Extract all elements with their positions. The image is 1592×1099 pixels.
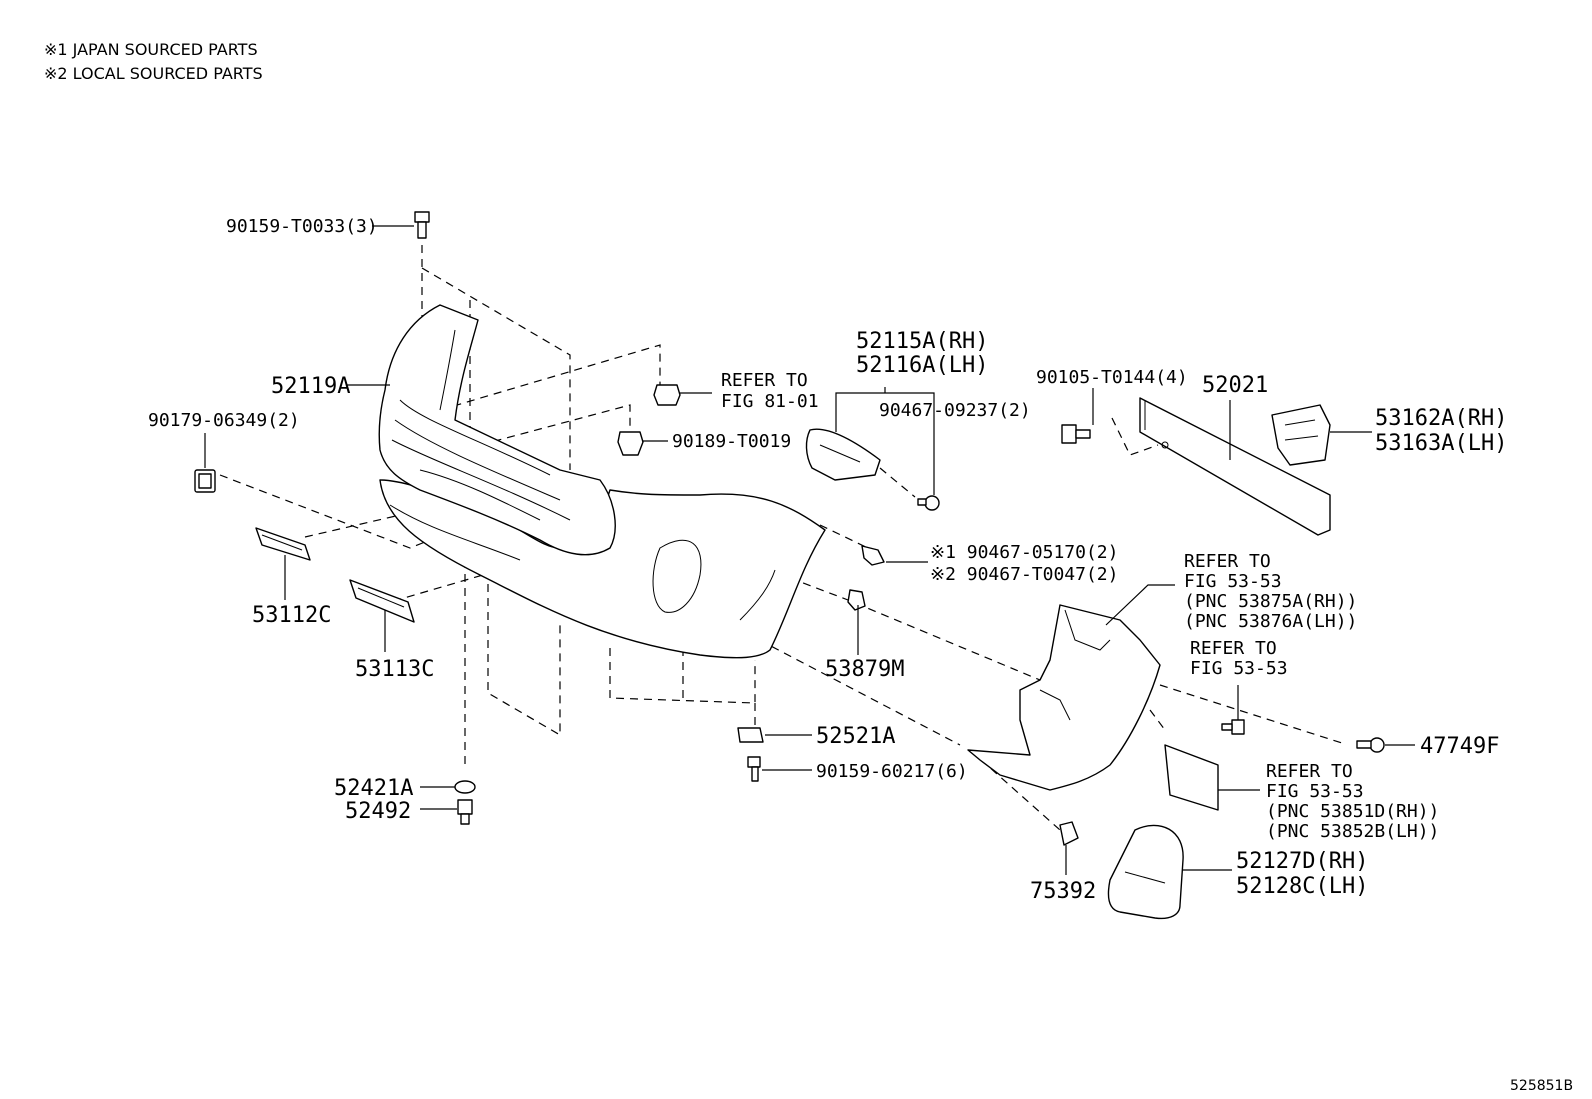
label-clip-90179: 90179-06349(2)	[148, 410, 300, 431]
label-clip-75392: 75392	[1030, 879, 1096, 904]
label-bracket-rh: 53162A(RH)	[1375, 406, 1507, 431]
bolt-90105-icon	[1061, 424, 1091, 444]
label-cover-rh: 52127D(RH)	[1236, 849, 1368, 874]
grille-53112c-icon	[255, 527, 311, 561]
label-refer-5353a-line1: REFER TO	[1184, 551, 1271, 572]
front-bumper-cover	[379, 479, 826, 659]
label-bumper-reinforcement: 52119A	[271, 374, 350, 399]
bracket-53162a-icon	[1271, 404, 1331, 466]
screw-52492-icon	[457, 799, 473, 825]
label-retainer-rh: 52115A(RH)	[856, 329, 988, 354]
clip-90467-05170-icon	[861, 545, 885, 566]
clip-53879m-icon	[847, 589, 866, 611]
label-refer-81-line2: FIG 81-01	[721, 391, 819, 412]
leader-lines	[204, 225, 1415, 875]
label-bar-52021: 52021	[1202, 373, 1268, 398]
label-pad-52421a: 52421A	[334, 776, 413, 801]
pad-52421a-icon	[454, 780, 476, 794]
label-refer-5353c-line3: (PNC 53851D(RH))	[1266, 801, 1439, 822]
label-bolt-90159-60217: 90159-60217(6)	[816, 761, 968, 782]
label-refer-5353a-line2: FIG 53-53	[1184, 571, 1282, 592]
label-cover-lh: 52128C(LH)	[1236, 874, 1368, 899]
label-refer-5353b-line1: REFER TO	[1190, 638, 1277, 659]
clip-90179-icon	[194, 469, 216, 493]
label-clip-90467-09237: 90467-09237(2)	[879, 400, 1031, 421]
label-refer-5353b-line2: FIG 53-53	[1190, 658, 1288, 679]
bolt-90159-60217-icon	[747, 756, 761, 782]
label-bracket-lh: 53163A(LH)	[1375, 431, 1507, 456]
label-clip-47749f: 47749F	[1420, 734, 1499, 759]
label-screw-52492: 52492	[345, 799, 411, 824]
nut-52521a-icon	[737, 727, 764, 743]
clip-90467-09237-icon	[917, 495, 940, 511]
label-clip-90189: 90189-T0019	[672, 431, 791, 452]
label-refer-81-line1: REFER TO	[721, 370, 808, 391]
bumper-reinforcement	[378, 304, 616, 556]
label-clip-local: ※2 90467-T0047(2)	[930, 564, 1118, 585]
label-refer-5353a-line4: (PNC 53876A(LH))	[1184, 611, 1357, 632]
cover-52127d-icon	[1107, 824, 1184, 920]
clip-47749f-icon	[1356, 737, 1385, 753]
label-bolt-top: 90159-T0033(3)	[226, 216, 378, 237]
label-grille-53112c: 53112C	[252, 603, 331, 628]
label-refer-5353c-line1: REFER TO	[1266, 761, 1353, 782]
note-japan-sourced: ※1 JAPAN SOURCED PARTS	[44, 40, 258, 59]
label-clip-jp: ※1 90467-05170(2)	[930, 542, 1118, 563]
label-clip-53879m: 53879M	[825, 657, 904, 682]
clip-90189-icon	[617, 431, 644, 456]
mud-guard-icon	[1164, 744, 1219, 811]
label-retainer-lh: 52116A(LH)	[856, 353, 988, 378]
clip-75392-icon	[1059, 821, 1079, 846]
label-nut-52521a: 52521A	[816, 724, 895, 749]
note-local-sourced: ※2 LOCAL SOURCED PARTS	[44, 64, 263, 83]
bar-52021-icon	[1139, 397, 1331, 536]
retainer-52115a-icon	[805, 428, 881, 481]
label-grille-53113c: 53113C	[355, 657, 434, 682]
grille-53113c-icon	[349, 579, 415, 623]
label-refer-5353c-line2: FIG 53-53	[1266, 781, 1364, 802]
fender-liner-icon	[967, 604, 1161, 791]
label-refer-5353a-line3: (PNC 53875A(RH))	[1184, 591, 1357, 612]
screw-5353-icon	[1221, 719, 1245, 735]
push-clip-81-icon	[653, 384, 681, 406]
bolt-top-icon	[414, 211, 430, 239]
figure-id: 525851B	[1510, 1078, 1573, 1094]
label-refer-5353c-line4: (PNC 53852B(LH))	[1266, 821, 1439, 842]
label-bolt-90105: 90105-T0144(4)	[1036, 367, 1188, 388]
